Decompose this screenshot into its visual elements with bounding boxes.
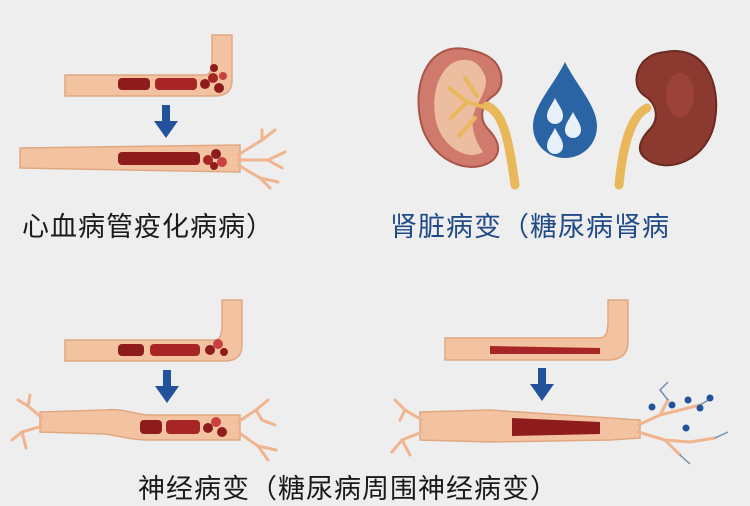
capillary-branches bbox=[390, 398, 717, 457]
nerve-dot bbox=[668, 401, 676, 409]
plaque-clump bbox=[205, 345, 215, 355]
nerve-damage-diagram bbox=[10, 299, 729, 465]
plaque-clump bbox=[211, 417, 221, 427]
plaque-clump bbox=[217, 427, 227, 437]
renal-label: 肾脏病变（糖尿病肾病 bbox=[390, 212, 670, 243]
kidney-icon bbox=[635, 49, 718, 167]
plaque-segment bbox=[512, 418, 600, 436]
down-arrow-icon bbox=[155, 370, 179, 403]
nerve-dot bbox=[706, 394, 714, 402]
ureter bbox=[482, 101, 520, 190]
plaque-segment bbox=[150, 344, 200, 356]
plaque-clump bbox=[210, 162, 218, 170]
cardio-label: 心血病管疫化病病） bbox=[22, 212, 274, 243]
plaque-segment bbox=[118, 78, 150, 90]
kidney-comparison-diagram bbox=[417, 47, 718, 190]
plaque-clump bbox=[203, 423, 213, 433]
nerve-endings bbox=[658, 381, 729, 465]
nerve-dot bbox=[648, 403, 656, 411]
renal-panel: 肾脏病变（糖尿病肾病 bbox=[375, 0, 750, 250]
down-arrow-icon bbox=[154, 105, 178, 138]
plaque-segment bbox=[490, 346, 600, 354]
plaque-clump bbox=[203, 155, 213, 165]
cardio-panel: 心血病管疫化病病） bbox=[0, 0, 375, 250]
plaque-segment bbox=[140, 420, 162, 434]
kidney-icon bbox=[417, 47, 503, 168]
plaque-segment bbox=[118, 152, 200, 165]
nerve-dot bbox=[684, 396, 692, 404]
plaque-clump bbox=[213, 339, 223, 349]
plaque-clump bbox=[217, 157, 227, 167]
nerve-dot bbox=[696, 404, 704, 412]
plaque-segment bbox=[118, 344, 144, 356]
narrowing-vessel-diagram bbox=[19, 34, 287, 190]
plaque-segment bbox=[155, 78, 197, 90]
upper-vessel bbox=[444, 299, 629, 361]
plaque-clump bbox=[220, 348, 228, 356]
capillary-branches bbox=[10, 393, 278, 462]
plaque-clump bbox=[211, 149, 221, 159]
plaque-clump bbox=[208, 73, 218, 83]
capillary-branches bbox=[236, 128, 287, 190]
plaque-clump bbox=[210, 64, 218, 72]
neuro-panel: 神经病变（糖尿病周围神经病变） bbox=[0, 250, 750, 505]
plaque-clump bbox=[219, 72, 227, 80]
ureter bbox=[614, 103, 652, 190]
plaque-clump bbox=[200, 79, 210, 89]
neuro-label: 神经病变（糖尿病周围神经病变） bbox=[138, 474, 558, 505]
plaque-clump bbox=[214, 83, 224, 93]
nerve-dot bbox=[682, 424, 690, 432]
water-drop-icon bbox=[533, 62, 597, 158]
plaque-segment bbox=[166, 420, 200, 434]
down-arrow-icon bbox=[530, 368, 554, 401]
